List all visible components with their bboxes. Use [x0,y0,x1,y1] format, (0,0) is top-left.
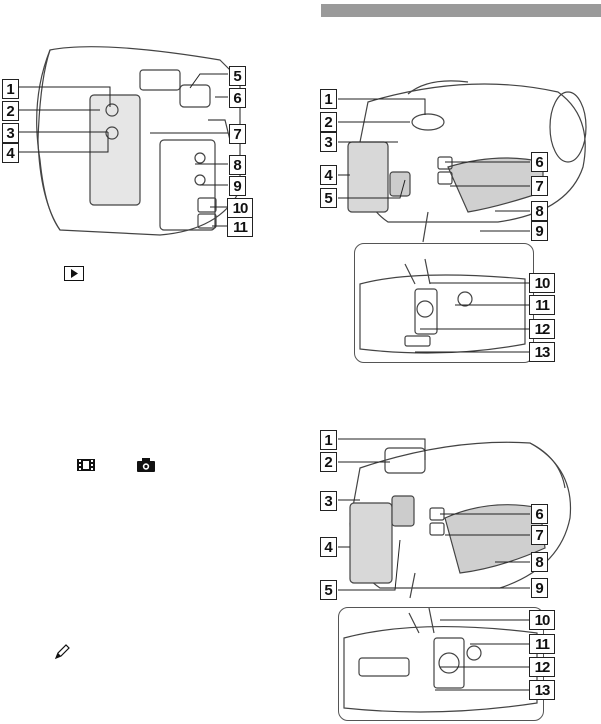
callout-3: 3 [320,132,337,152]
fig3-leader-lines [320,430,601,720]
playback-icon [64,266,84,281]
callout-8: 8 [229,155,246,175]
callout-8: 8 [531,201,548,221]
movie-icon [77,458,95,472]
callout-5: 5 [229,66,246,86]
callout-7: 7 [531,525,548,545]
fig1-leader-lines [0,60,260,240]
callout-8: 8 [531,552,548,572]
callout-13: 13 [529,680,555,700]
callout-9: 9 [531,578,548,598]
callout-4: 4 [320,165,337,185]
callout-9: 9 [229,176,246,196]
callout-7: 7 [229,124,246,144]
callout-4: 4 [2,143,19,163]
callout-3: 3 [320,491,337,511]
callout-12: 12 [529,319,555,339]
callout-6: 6 [531,504,548,524]
callout-7: 7 [531,176,548,196]
callout-11: 11 [227,217,253,237]
callout-2: 2 [320,112,337,132]
callout-6: 6 [531,152,548,172]
callout-5: 5 [320,188,337,208]
callout-1: 1 [320,430,337,450]
camera-icon [137,458,155,472]
callout-9: 9 [531,221,548,241]
fig2-leader-lines [320,90,601,370]
pencil-icon [54,644,70,660]
callout-1: 1 [320,89,337,109]
callout-4: 4 [320,537,337,557]
callout-3: 3 [2,123,19,143]
callout-2: 2 [2,101,19,121]
callout-12: 12 [529,657,555,677]
section-header-bar [321,4,601,17]
callout-10: 10 [227,198,253,218]
callout-2: 2 [320,452,337,472]
callout-6: 6 [229,88,246,108]
callout-10: 10 [529,273,555,293]
callout-13: 13 [529,342,555,362]
callout-11: 11 [529,295,555,315]
callout-5: 5 [320,580,337,600]
callout-11: 11 [529,634,555,654]
callout-1: 1 [2,79,19,99]
callout-10: 10 [529,610,555,630]
